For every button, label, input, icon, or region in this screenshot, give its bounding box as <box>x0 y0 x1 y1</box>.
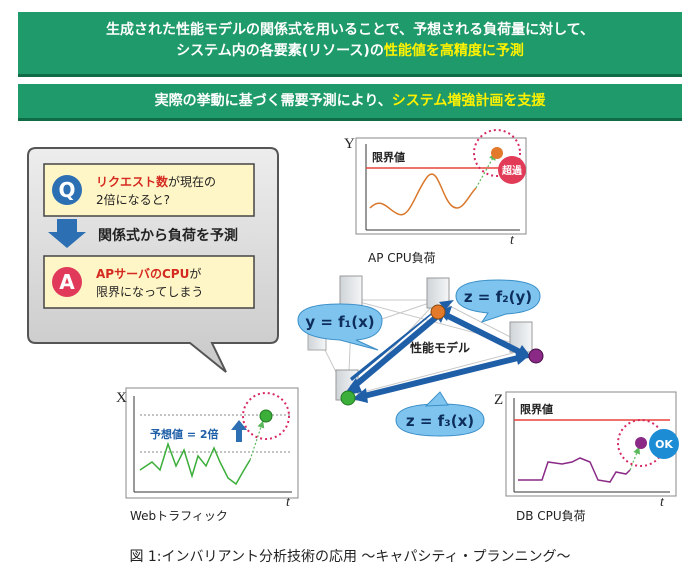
ap-t-label: t <box>510 233 515 248</box>
summary-highlight: 性能値を高精度に予測 <box>383 43 524 59</box>
db-ok-text: OK <box>655 438 673 451</box>
ap-exceed-text: 超過 <box>501 164 523 177</box>
predict-label: 関係式から負荷を予測 <box>98 227 238 244</box>
web-t-label: t <box>286 495 291 510</box>
ap-series-line <box>369 173 477 216</box>
node-y <box>430 304 446 320</box>
web-forecast-label: 予想値 = 2倍 <box>150 427 219 441</box>
f3-arrow-shaft <box>363 355 519 399</box>
formula-f1-text: y = f₁(x) <box>305 313 374 331</box>
performance-model: 性能モデル y = f₁(x) z = f₂(y) z = f₃(x) <box>297 275 544 437</box>
formula-f3: z = f₃(x) <box>395 391 485 437</box>
ap-limit-label: 限界値 <box>372 150 405 164</box>
db-series-line <box>518 457 631 483</box>
q-badge-text: Q <box>58 178 75 202</box>
support-banner: 実際の挙動に基づく需要予測により、システム増強計画を支援 <box>18 84 682 118</box>
node-z <box>528 348 544 364</box>
db-forecast-point <box>635 437 647 449</box>
ap-exceed-badge <box>498 156 526 184</box>
web-forecast-point <box>259 409 273 423</box>
web-series-line <box>139 441 251 486</box>
node-x <box>340 390 356 406</box>
summary-line-2-text: システム内の各要素(リソース)の <box>176 43 384 59</box>
summary-line-1: 生成された性能モデルの関係式を用いることで、予想される負荷量に対して、 <box>106 22 594 38</box>
ap-caption: AP CPU負荷 <box>368 251 436 265</box>
formula-f1: y = f₁(x) <box>297 303 383 351</box>
server-icon <box>339 275 363 307</box>
ap-y-label: Y <box>344 136 355 152</box>
db-t-label: t <box>660 495 665 510</box>
f3-arrowhead-end <box>515 351 530 365</box>
db-chart-frame <box>505 391 677 497</box>
web-y-label: X <box>116 390 127 406</box>
formula-f2: z = f₂(y) <box>455 279 541 323</box>
question-line-1: リクエスト数が現在の <box>96 174 216 189</box>
answer-line-1: APサーバのCPUが <box>96 266 201 281</box>
support-highlight: システム増強計画を支援 <box>391 93 546 109</box>
f2-arrow-shaft <box>446 313 522 355</box>
summary-banner: 生成された性能モデルの関係式を用いることで、予想される負荷量に対して、 システム… <box>18 12 682 74</box>
formula-f2-text: z = f₂(y) <box>464 288 532 306</box>
figure-caption: 図 1:インバリアント分析技術の応用 〜キャパシティ・プランニング〜 <box>129 549 571 565</box>
ap-forecast-point <box>491 147 503 159</box>
db-forecast-arrow <box>629 446 641 471</box>
web-increase-arrow-icon <box>231 420 247 442</box>
db-ok-badge <box>649 429 679 459</box>
ap-highlight-ring <box>473 129 521 177</box>
formula-f3-text: z = f₃(x) <box>406 412 474 430</box>
f3-arrowhead-start <box>352 388 368 403</box>
question-line-2: 2倍になると? <box>96 192 170 207</box>
web-highlight-ring <box>242 392 290 440</box>
web-traffic-chart: X t 予想値 = 2倍 Webトラフィック <box>116 387 299 523</box>
f1-arrow <box>350 300 454 381</box>
summary-line-2: システム内の各要素(リソース)の性能値を高精度に予測 <box>18 41 682 62</box>
model-label: 性能モデル <box>409 340 470 355</box>
web-caption: Webトラフィック <box>130 509 228 523</box>
f1-arrow-shaft <box>350 311 442 391</box>
db-caption: DB CPU負荷 <box>516 509 586 523</box>
support-text: 実際の挙動に基づく需要予測により、 <box>154 93 392 109</box>
a-badge-text: A <box>59 270 75 294</box>
db-limit-label: 限界値 <box>520 402 553 416</box>
q-badge <box>52 175 82 205</box>
web-chart-frame <box>125 387 299 499</box>
db-cpu-chart: Z t 限界値 OK DB CPU負荷 <box>494 391 679 523</box>
answer-line-2: 限界になってしまう <box>96 285 203 299</box>
predict-arrow-icon <box>48 219 86 248</box>
qa-bubble: Q リクエスト数が現在の 2倍になると? 関係式から負荷を予測 A APサーバの… <box>27 147 279 373</box>
ap-cpu-chart: Y t 限界値 超過 AP CPU負荷 <box>344 129 527 265</box>
db-y-label: Z <box>494 392 503 408</box>
a-badge <box>52 267 82 297</box>
